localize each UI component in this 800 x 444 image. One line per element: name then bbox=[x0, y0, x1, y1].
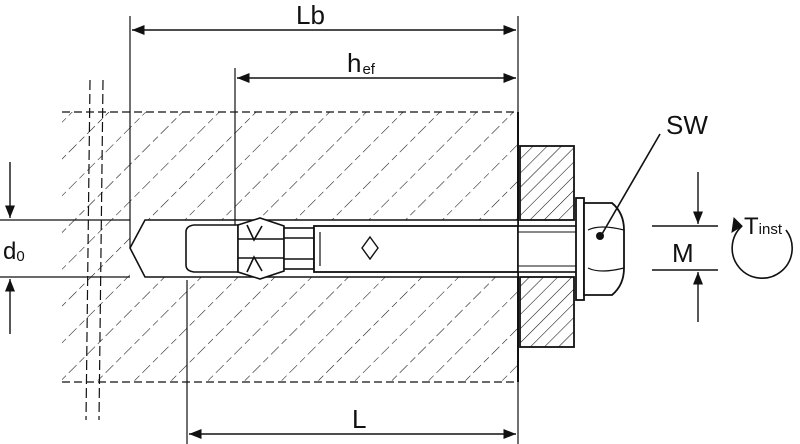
dimension-l: L bbox=[186, 280, 519, 444]
hex-nut bbox=[583, 202, 625, 296]
torque-indicator: Tinst bbox=[731, 213, 793, 280]
label-tinst-sub: inst bbox=[759, 221, 783, 238]
label-hef: hef bbox=[347, 48, 376, 78]
label-tinst-main: T bbox=[744, 213, 759, 240]
bolt-sleeve bbox=[313, 225, 519, 273]
label-l: L bbox=[352, 404, 366, 434]
label-m: M bbox=[672, 238, 694, 268]
expansion-clip bbox=[185, 217, 315, 280]
dimension-m: M bbox=[652, 172, 718, 322]
label-hef-main: h bbox=[347, 48, 361, 78]
washer bbox=[575, 197, 585, 301]
threaded-rod bbox=[517, 225, 581, 273]
label-tinst: Tinst bbox=[744, 213, 783, 240]
label-d0-sub: 0 bbox=[16, 248, 24, 265]
concrete-base bbox=[62, 111, 519, 383]
label-sw: SW bbox=[666, 110, 708, 140]
fixture-plate bbox=[519, 145, 575, 348]
label-d0: d0 bbox=[3, 238, 25, 265]
sw-leader: SW bbox=[601, 110, 708, 235]
break-lines bbox=[85, 79, 104, 421]
dimension-hef: hef bbox=[234, 48, 516, 225]
label-hef-sub: ef bbox=[362, 61, 375, 78]
dimension-d0: d0 bbox=[0, 162, 130, 334]
label-lb: Lb bbox=[296, 0, 325, 30]
label-d0-main: d bbox=[3, 238, 16, 265]
dimension-lb: Lb bbox=[129, 0, 519, 248]
